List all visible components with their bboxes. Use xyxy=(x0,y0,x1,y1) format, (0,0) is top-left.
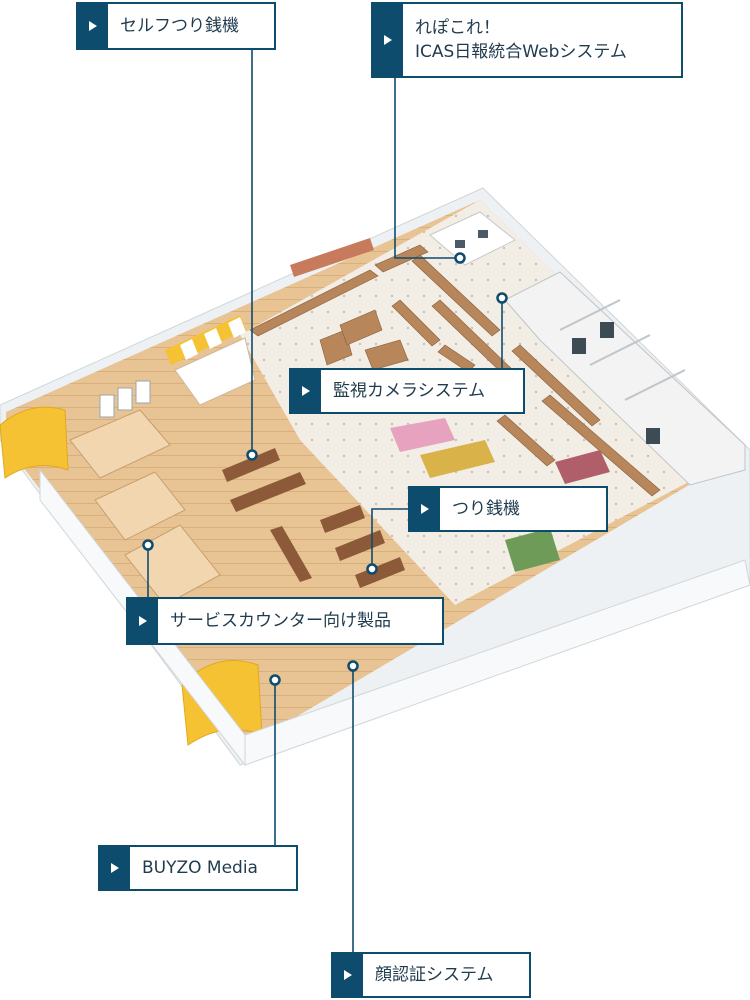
arrow-right-icon xyxy=(128,599,158,643)
arrow-right-icon xyxy=(291,370,321,412)
callout-label: BUYZO Media xyxy=(142,858,258,878)
callout-label: 監視カメラシステム xyxy=(333,381,486,401)
arrow-right-icon xyxy=(410,488,440,530)
callout-label: セルフつり銭機 xyxy=(120,16,239,36)
callout-buyzo-media[interactable]: BUYZO Media xyxy=(98,845,298,891)
callout-camera-system[interactable]: 監視カメラシステム xyxy=(289,368,525,414)
arrow-right-icon xyxy=(333,954,363,996)
callout-repokore[interactable]: れぽこれ！ ICAS日報統合Webシステム xyxy=(371,2,683,78)
entrance-arch-left xyxy=(0,406,69,479)
callout-label-line1: れぽこれ！ xyxy=(415,18,500,38)
arrow-right-icon xyxy=(373,4,403,76)
callout-label-line2: ICAS日報統合Webシステム xyxy=(415,42,627,62)
callout-label: 顔認証システム xyxy=(375,965,494,985)
arrow-right-icon xyxy=(100,847,130,889)
back-rooms xyxy=(504,271,746,486)
callout-label: サービスカウンター向け製品 xyxy=(170,611,391,631)
callout-service-counter[interactable]: サービスカウンター向け製品 xyxy=(126,597,444,645)
leader-lines xyxy=(147,50,503,952)
callout-face-recognition[interactable]: 顔認証システム xyxy=(331,952,531,998)
callout-change-machine[interactable]: つり銭機 xyxy=(408,486,608,532)
callout-label: つり銭機 xyxy=(452,499,520,519)
callout-self-change-machine[interactable]: セルフつり銭機 xyxy=(76,2,276,50)
arrow-right-icon xyxy=(78,4,108,48)
leader-dots xyxy=(142,252,508,686)
